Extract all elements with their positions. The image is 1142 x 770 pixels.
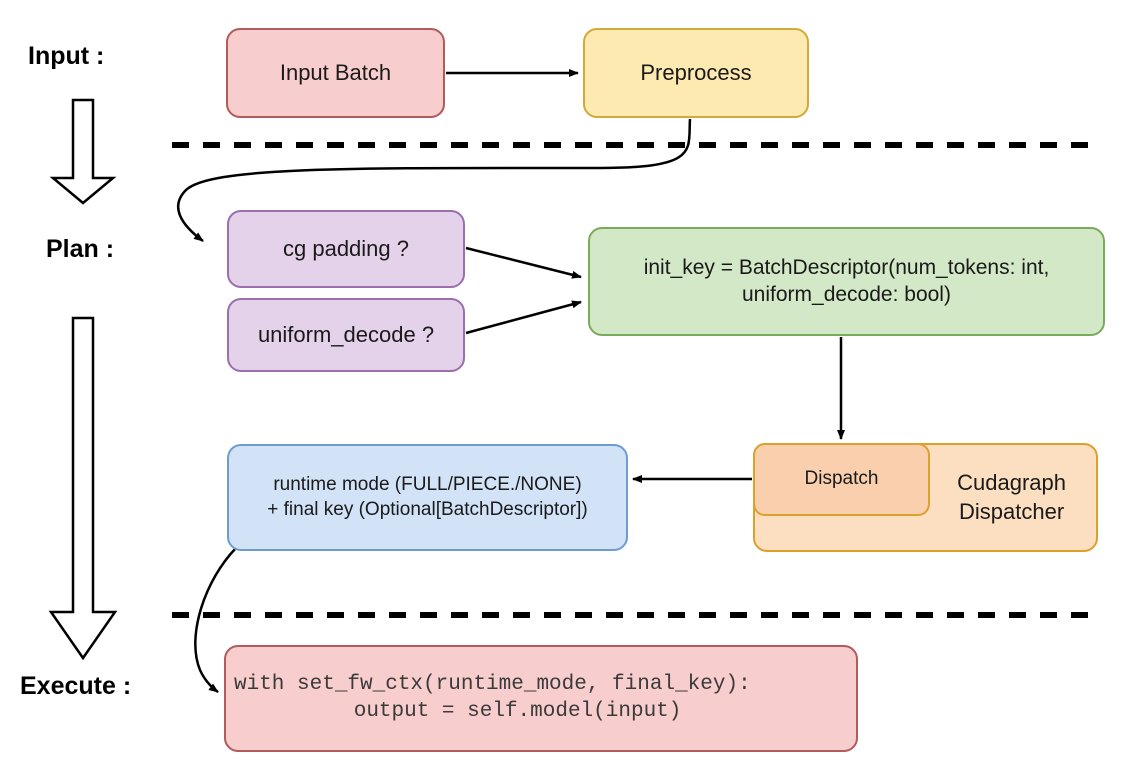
node-dispatch: Dispatch xyxy=(753,443,930,516)
node-code-block: with set_fw_ctx(runtime_mode, final_key)… xyxy=(224,645,858,752)
node-cudagraph-dispatcher-text: Cudagraph Dispatcher xyxy=(957,469,1066,525)
node-preprocess-label: Preprocess xyxy=(640,59,752,85)
edge-uniform-decode-to-init-key xyxy=(465,300,582,335)
node-code-block-line2: output = self.model(input) xyxy=(303,699,682,723)
node-code-block-line1: with set_fw_ctx(runtime_mode, final_key)… xyxy=(234,672,751,696)
stage-arrow-input-to-plan xyxy=(49,98,117,205)
node-runtime-mode-line1: runtime mode (FULL/PIECE./NONE) xyxy=(273,474,582,496)
node-runtime-mode: runtime mode (FULL/PIECE./NONE) + final … xyxy=(227,444,628,551)
stage-arrow-plan-to-execute xyxy=(48,316,118,661)
node-init-key-text: init_key = BatchDescriptor(num_tokens: i… xyxy=(644,255,1050,309)
node-cg-padding-label: cg padding ? xyxy=(283,235,409,261)
node-uniform-decode-label: uniform_decode ? xyxy=(257,321,435,347)
node-input-batch-label: Input Batch xyxy=(279,59,392,85)
node-init-key: init_key = BatchDescriptor(num_tokens: i… xyxy=(588,227,1105,336)
node-input-batch: Input Batch xyxy=(226,28,445,118)
node-uniform-decode: uniform_decode ? xyxy=(227,298,465,372)
node-runtime-mode-text: runtime mode (FULL/PIECE./NONE) + final … xyxy=(267,473,588,522)
node-cudagraph-dispatcher-line1: Cudagraph xyxy=(957,470,1066,496)
stage-label-input: Input : xyxy=(28,42,105,70)
stage-label-plan: Plan : xyxy=(46,235,115,263)
node-cudagraph-dispatcher-line2: Dispatcher xyxy=(958,498,1065,524)
node-runtime-mode-line2: + final key (Optional[BatchDescriptor]) xyxy=(267,498,588,520)
node-code-block-text: with set_fw_ctx(runtime_mode, final_key)… xyxy=(234,672,751,726)
node-dispatch-label: Dispatch xyxy=(804,468,879,490)
node-preprocess: Preprocess xyxy=(583,28,809,118)
edge-cg-padding-to-init-key xyxy=(465,246,582,279)
stage-label-execute: Execute : xyxy=(20,672,132,700)
node-init-key-line2: uniform_decode: bool) xyxy=(742,282,951,306)
node-init-key-line1: init_key = BatchDescriptor(num_tokens: i… xyxy=(643,255,1050,279)
node-cg-padding: cg padding ? xyxy=(227,210,465,288)
